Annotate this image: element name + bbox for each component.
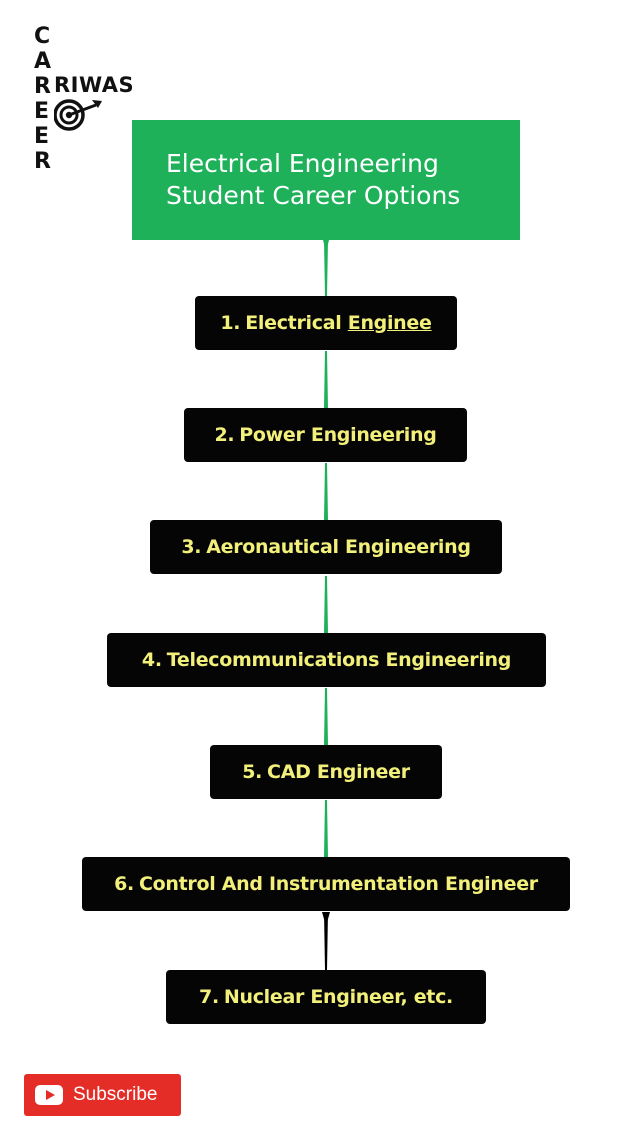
career-option-electrical: 1. Electrical Enginee bbox=[195, 296, 457, 350]
connector-line bbox=[324, 688, 328, 745]
option-number: 6. bbox=[114, 873, 134, 895]
diagram-title-box: Electrical Engineering Student Career Op… bbox=[132, 120, 520, 240]
connector-line bbox=[324, 800, 328, 857]
option-number: 2. bbox=[214, 424, 235, 446]
logo-letter: E bbox=[34, 124, 50, 149]
option-label: CAD Engineer bbox=[267, 761, 410, 783]
target-icon bbox=[54, 99, 102, 131]
option-label: Telecommunications Engineering bbox=[166, 649, 512, 671]
option-label-underlined: Enginee bbox=[347, 312, 432, 334]
option-number: 5. bbox=[242, 761, 263, 783]
subscribe-label: Subscribe bbox=[73, 1084, 158, 1105]
connector-line bbox=[323, 240, 329, 252]
option-label: Control And Instrumentation Engineer bbox=[138, 873, 538, 895]
subscribe-button[interactable]: Subscribe bbox=[24, 1074, 181, 1116]
option-number: 4. bbox=[141, 649, 162, 671]
youtube-play-icon bbox=[35, 1085, 63, 1105]
logo-letter: R bbox=[34, 74, 51, 99]
title-line-2: Student Career Options bbox=[166, 181, 461, 210]
career-option-telecommunications: 4. Telecommunications Engineering bbox=[107, 633, 546, 687]
connector-line bbox=[324, 463, 328, 520]
logo-letter: C bbox=[34, 24, 51, 49]
connector-line bbox=[324, 576, 328, 633]
option-label: Power Engineering bbox=[239, 424, 437, 446]
option-number: 7. bbox=[199, 986, 219, 1008]
career-option-power: 2. Power Engineering bbox=[184, 408, 467, 462]
option-label: Electrical Enginee bbox=[245, 312, 432, 334]
option-label-text: Electrical bbox=[245, 312, 348, 334]
connector-line bbox=[324, 912, 328, 970]
connector-line bbox=[324, 351, 328, 408]
connector-line bbox=[322, 912, 330, 926]
option-number: 1. bbox=[220, 312, 241, 334]
career-option-cad: 5. CAD Engineer bbox=[210, 745, 442, 799]
title-line-1: Electrical Engineering bbox=[166, 149, 439, 178]
logo-side-text: RIWAS bbox=[54, 73, 135, 97]
career-option-aeronautical: 3. Aeronautical Engineering bbox=[150, 520, 502, 574]
career-riwas-logo: C A R E E R RIWAS bbox=[32, 24, 135, 174]
career-option-nuclear: 7. Nuclear Engineer, etc. bbox=[166, 970, 486, 1024]
logo-letter: E bbox=[34, 99, 50, 124]
career-option-control-instrumentation: 6. Control And Instrumentation Engineer bbox=[82, 857, 570, 911]
logo-letter: A bbox=[34, 49, 52, 74]
option-number: 3. bbox=[181, 536, 202, 558]
option-label: Aeronautical Engineering bbox=[206, 536, 471, 558]
connector-line bbox=[324, 240, 328, 296]
logo-letter: R bbox=[34, 149, 51, 174]
option-label: Nuclear Engineer, etc. bbox=[223, 986, 453, 1008]
